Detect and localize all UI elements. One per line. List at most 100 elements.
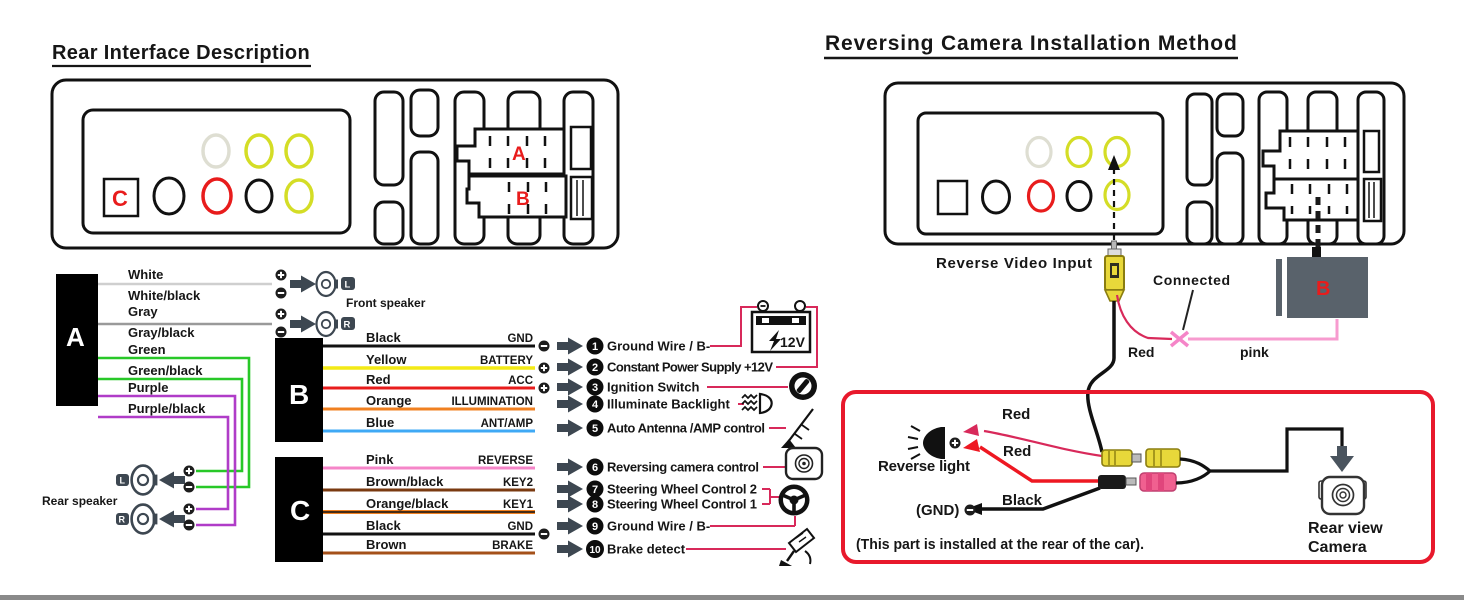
right-section-title: Reversing Camera Installation Method: [825, 32, 1237, 55]
minus-icon: [183, 481, 195, 493]
svg-text:Steering Wheel Control 2: Steering Wheel Control 2: [607, 482, 757, 497]
speaker-icon: [130, 464, 159, 496]
battery-voltage: 12V: [780, 334, 806, 350]
minus-icon: [275, 287, 287, 299]
arrow-left-icon: [963, 439, 980, 452]
legend-texts: Ground Wire / B- Constant Power Supply +…: [607, 339, 773, 557]
iso-a-label: A: [512, 144, 526, 165]
pink-wire-label: pink: [1240, 344, 1269, 360]
rca-pair: [1101, 448, 1181, 468]
red-wire-thick: [979, 445, 1100, 483]
wire-purple: [98, 394, 237, 527]
svg-text:4: 4: [592, 399, 599, 411]
badge-l-text: L: [120, 476, 126, 486]
panel-c-label: C: [112, 186, 128, 211]
b-wire-function: ILLUMINATION: [451, 396, 533, 408]
red2-label: Red: [1003, 443, 1031, 460]
red-wire-label: Red: [1128, 344, 1154, 360]
reverse-video-dashed-arrow: [1108, 155, 1120, 245]
minus-icon: [964, 504, 976, 516]
page-edge: [0, 595, 1464, 600]
a-wire-label: White/black: [128, 288, 201, 303]
c-wire-color: Pink: [366, 452, 394, 467]
c-wire-color: Brown/black: [366, 474, 444, 489]
left-section-title: Rear Interface Description: [52, 42, 310, 64]
arrow-right-icon: [290, 275, 316, 293]
speaker-icon: [130, 503, 159, 535]
c-wire-function: KEY2: [503, 477, 533, 489]
port-yellow-2: [1103, 135, 1131, 169]
black-label: Black: [1002, 492, 1043, 509]
brake-pedal-icon: [779, 527, 816, 566]
svg-text:10: 10: [589, 545, 601, 556]
camera-installation-section: Reversing Camera Installation Method: [824, 32, 1435, 564]
rear-interface-section: Rear Interface Description: [42, 42, 824, 566]
connected-label: Connected: [1153, 272, 1230, 288]
c-wire-function: BRAKE: [492, 540, 533, 552]
reverse-light-icon: [907, 425, 961, 460]
svg-text:3: 3: [592, 382, 598, 394]
reverse-light-label: Reverse light: [878, 458, 970, 475]
iso-pins: [488, 136, 548, 214]
c-wire-color: Black: [366, 518, 401, 533]
port-yellow-3: [284, 178, 314, 214]
plus-icon: [275, 269, 287, 281]
svg-text:Brake detect: Brake detect: [607, 542, 686, 557]
red1-label: Red: [1002, 406, 1030, 423]
iso-connector-right: [1261, 129, 1383, 223]
plus-icon: [949, 437, 961, 449]
svg-text:Ground Wire / B-: Ground Wire / B-: [607, 519, 710, 534]
svg-text:Steering Wheel Control 1: Steering Wheel Control 1: [607, 497, 757, 512]
legend: 1 2 3 4 5 6 7 8 9 10 Ground Wire / B- Co…: [557, 300, 824, 566]
antenna-icon: [781, 408, 814, 448]
dc-power-pair: [1098, 472, 1177, 492]
iso-b-label: B: [516, 189, 530, 210]
a-wire-label: White: [128, 267, 163, 282]
a-wire-label: Gray/black: [128, 325, 195, 340]
b-wire-color: Red: [366, 372, 391, 387]
minus-icon: [275, 326, 287, 338]
wire-purple-black: [98, 415, 230, 511]
badge-r-text: R: [344, 320, 351, 331]
port-gray: [1025, 135, 1053, 169]
plus-icon: [183, 503, 195, 515]
ignition-switch-icon: [789, 372, 817, 400]
plus-icon: [183, 465, 195, 477]
port-red: [1026, 179, 1056, 213]
a-wire-label: Purple: [128, 380, 168, 395]
legend-links: [686, 306, 818, 550]
b-wire-color: Blue: [366, 415, 394, 430]
badge-l-text: L: [345, 280, 351, 291]
c-wire-color: Orange/black: [366, 496, 449, 511]
legend-numbers: 1 2 3 4 5 6 7 8 9 10: [586, 337, 604, 558]
headlight-icon: [741, 392, 773, 415]
block-a-letter: A: [66, 322, 85, 352]
radio-rear-panel-left: A B C: [50, 78, 620, 250]
svg-text:7: 7: [592, 484, 598, 496]
front-speaker-label: Front speaker: [346, 296, 426, 310]
b-wire-function: BATTERY: [480, 355, 533, 367]
connection-x-icon: [1169, 330, 1190, 348]
arrow-down-icon: [1330, 446, 1354, 472]
rear-install-box: Reverse light Red Red Black (GND): [841, 390, 1435, 564]
plus-icon: [275, 308, 287, 320]
svg-text:Reversing camera control: Reversing camera control: [607, 460, 759, 475]
svg-text:6: 6: [592, 462, 598, 474]
block-b-letter: B: [289, 379, 309, 410]
c-wire-function: REVERSE: [478, 455, 533, 467]
minus-icon: [183, 519, 195, 531]
red-pink-junction: Connected Red pink: [1115, 272, 1339, 360]
port-yellow-1: [1065, 135, 1093, 169]
iso-connector-left: [455, 125, 594, 221]
a-wire-label: Green: [128, 342, 166, 357]
wire-green: [98, 356, 251, 489]
minus-icon: [538, 528, 550, 540]
camera-label-line1: Rear view: [1308, 520, 1383, 537]
radio-rear-panel-right: [883, 81, 1406, 246]
battery-12v-icon: 12V: [750, 300, 812, 354]
b-wire-function: ANT/AMP: [481, 418, 534, 430]
plus-icon: [538, 382, 550, 394]
speaker-icon: [315, 310, 340, 338]
a-wire-label: Green/black: [128, 363, 203, 378]
